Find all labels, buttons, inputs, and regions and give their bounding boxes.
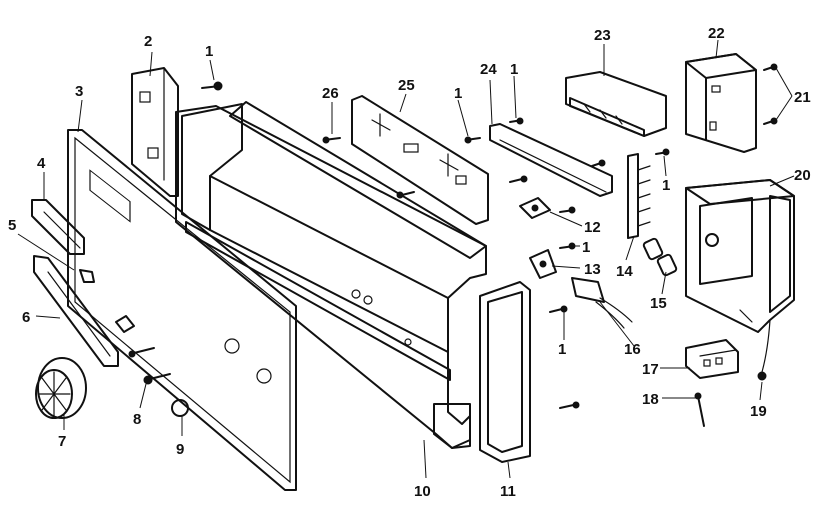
callout-8: 8 — [133, 411, 141, 428]
callout-10: 10 — [414, 483, 431, 500]
part-clip-small — [115, 315, 135, 333]
part-3-front-panel — [67, 129, 297, 491]
callout-labels: 2 1 3 4 5 6 7 8 9 10 11 26 25 1 24 1 23 … — [8, 25, 811, 500]
part-14-terminal-strip — [627, 153, 651, 239]
part-25-mounting-plate — [351, 95, 489, 225]
screw-12 — [559, 206, 576, 214]
callout-18: 18 — [642, 391, 659, 408]
callout-26: 26 — [322, 85, 339, 102]
screw-plate-right — [509, 175, 528, 183]
callout-1: 1 — [454, 85, 462, 102]
callout-9: 9 — [176, 441, 184, 458]
part-16-connector — [571, 277, 633, 329]
callout-5: 5 — [8, 217, 16, 234]
part-7-knob — [35, 357, 87, 419]
screw-1-plate — [464, 136, 481, 144]
part-17-switch — [685, 339, 739, 379]
callout-24: 24 — [480, 61, 497, 78]
screw-1-11 — [549, 305, 568, 313]
screw-24-right — [591, 159, 606, 167]
part-12-clip — [519, 197, 551, 219]
screw-panel-left — [128, 347, 155, 358]
part-5-clip — [79, 269, 95, 283]
leader-lines — [17, 39, 795, 479]
part-18-pin — [694, 392, 705, 427]
callout-4: 4 — [37, 155, 46, 172]
callout-2: 2 — [144, 33, 152, 50]
screw-1-top-left — [201, 81, 223, 91]
part-20-timer-assembly — [685, 179, 795, 381]
callout-7: 7 — [58, 433, 66, 450]
part-15-spacers — [642, 237, 678, 277]
callout-17: 17 — [642, 361, 659, 378]
callout-15: 15 — [650, 295, 667, 312]
part-10-console-housing — [175, 101, 487, 449]
part-2-side-bracket — [131, 67, 179, 197]
part-6-switch-bracket — [33, 255, 119, 367]
callout-20: 20 — [794, 167, 811, 184]
callout-13: 13 — [584, 261, 601, 278]
callout-1: 1 — [510, 61, 518, 78]
callout-14: 14 — [616, 263, 633, 280]
screw-plate-lower — [396, 191, 415, 199]
screw-1-bracket — [509, 117, 524, 125]
part-9-plug-button — [171, 399, 189, 417]
screws — [128, 63, 778, 409]
screw-21-top — [763, 63, 778, 71]
callout-19: 19 — [750, 403, 767, 420]
screw-1-terminal — [655, 148, 670, 156]
part-13-cord-clamp — [529, 249, 557, 279]
callout-11: 11 — [500, 483, 516, 500]
part-4-button-block — [31, 199, 85, 255]
callout-25: 25 — [398, 77, 415, 94]
callout-12: 12 — [584, 219, 601, 236]
screw-21-bottom — [763, 117, 778, 125]
callout-1: 1 — [205, 43, 213, 60]
part-24-bracket — [489, 123, 613, 197]
callout-1: 1 — [582, 239, 590, 256]
part-22-cover — [685, 53, 757, 153]
screw-11-lower — [559, 401, 580, 409]
part-11-side-panel — [479, 281, 531, 463]
callout-23: 23 — [594, 27, 611, 44]
screw-26 — [322, 136, 341, 144]
callout-22: 22 — [708, 25, 725, 42]
callout-1: 1 — [558, 341, 566, 358]
callout-3: 3 — [75, 83, 83, 100]
callout-21: 21 — [794, 89, 811, 106]
callout-16: 16 — [624, 341, 641, 358]
callout-6: 6 — [22, 309, 30, 326]
part-23-terminal-block — [565, 71, 667, 137]
callout-1: 1 — [662, 177, 670, 194]
screw-8 — [143, 373, 171, 385]
